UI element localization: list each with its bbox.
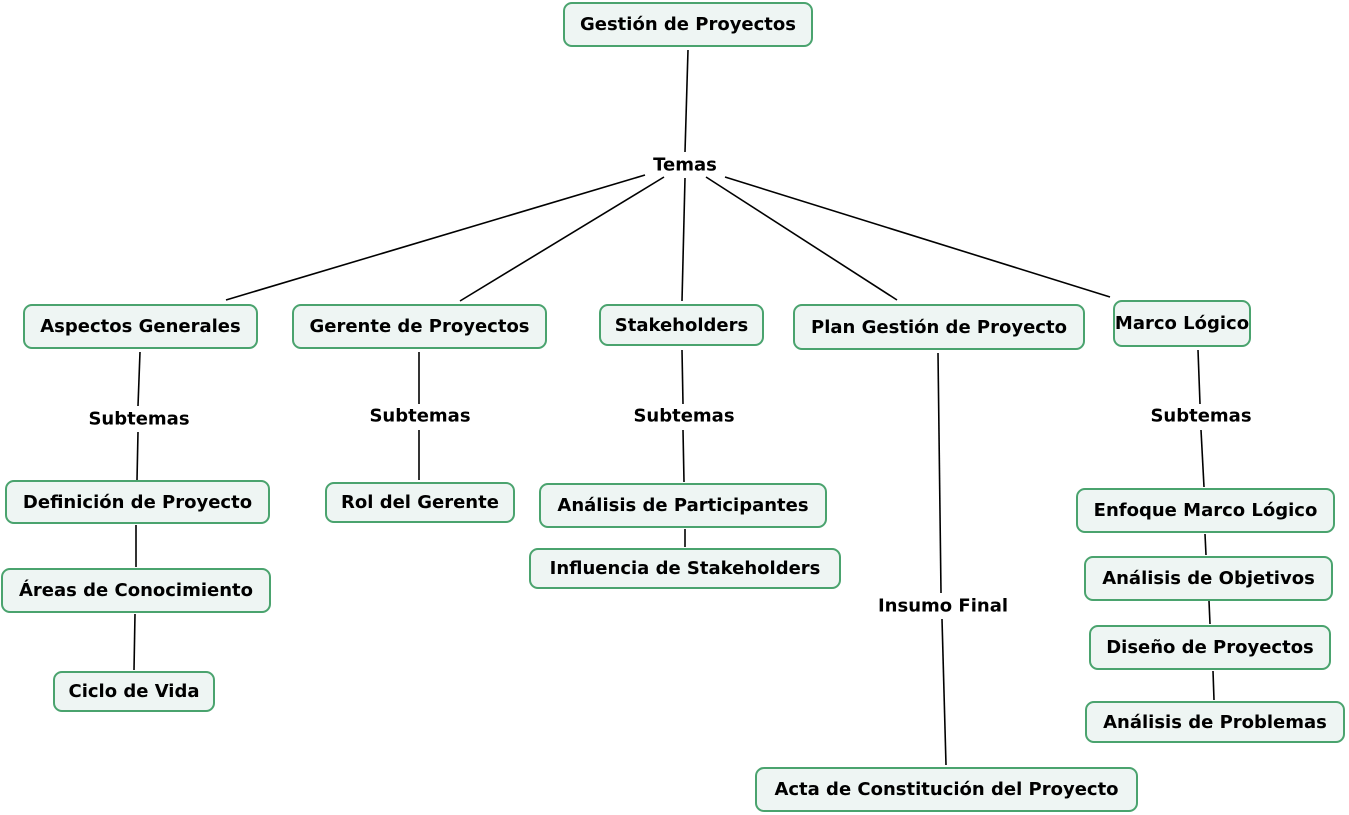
link-label-subtemas-stakeholders: Subtemas [631,405,737,427]
connector-areas-ciclo [133,613,136,671]
link-label-subtemas-gerente: Subtemas [367,405,473,427]
concept-analisis-de-objetivos: Análisis de Objetivos [1084,556,1333,601]
concept-ciclo-de-vida: Ciclo de Vida [53,671,215,712]
link-label-temas: Temas [651,154,719,176]
connector-plan-insumo [937,352,942,594]
concept-analisis-de-problemas: Análisis de Problemas [1085,701,1345,743]
concept-marco-logico: Marco Lógico [1113,300,1251,347]
concept-aspectos-generales: Aspectos Generales [23,304,258,349]
concept-gestion-de-proyectos: Gestión de Proyectos [563,2,813,47]
concept-gerente-de-proyectos: Gerente de Proyectos [292,304,547,349]
link-label-subtemas-aspectos: Subtemas [86,408,192,430]
link-label-subtemas-marco: Subtemas [1148,405,1254,427]
concept-diseno-de-proyectos: Diseño de Proyectos [1089,625,1331,670]
concept-analisis-de-participantes: Análisis de Participantes [539,483,827,528]
concept-areas-de-conocimiento: Áreas de Conocimiento [1,568,271,613]
concept-definicion-de-proyecto: Definición de Proyecto [5,480,270,524]
concept-stakeholders: Stakeholders [599,304,764,346]
connector-subtemas-enfoque [1200,429,1205,488]
connector-temas-gerente [459,176,665,302]
connector-temas-aspectos [225,174,646,301]
connector-stakeholders-subtemas [681,349,684,405]
connector-temas-stakeholders [681,177,686,302]
connector-subtemas-participantes [682,429,685,483]
connector-marco-subtemas [1197,349,1201,405]
connector-temas-plan [705,176,898,301]
link-label-insumo-final: Insumo Final [875,595,1011,617]
connector-insumo-acta [941,618,947,766]
connector-temas-marco [724,176,1111,298]
connector-enfoque-objetivos [1204,533,1207,556]
connector-objetivos-diseno [1208,600,1211,625]
concept-enfoque-marco-logico: Enfoque Marco Lógico [1076,488,1335,533]
concept-influencia-de-stakeholders: Influencia de Stakeholders [529,548,841,589]
concept-plan-gestion-de-proyecto: Plan Gestión de Proyecto [793,304,1085,350]
concept-rol-del-gerente: Rol del Gerente [325,482,515,523]
concept-acta-de-constitucion: Acta de Constitución del Proyecto [755,767,1138,812]
connector-diseno-problemas [1212,670,1215,701]
connector-aspectos-subtemas [137,351,141,407]
connector-subtemas-definicion [136,431,139,481]
connector-root-temas [684,49,689,153]
